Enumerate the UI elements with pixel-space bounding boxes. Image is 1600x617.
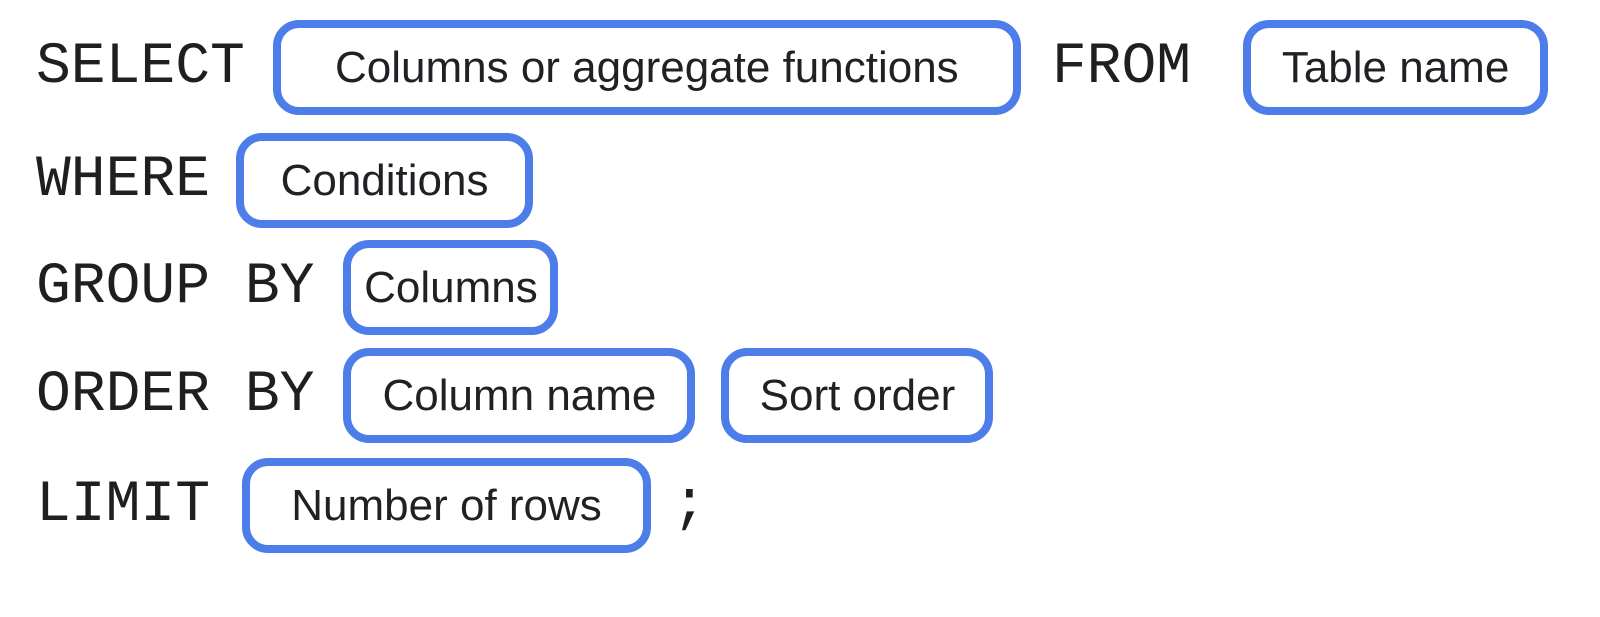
keyword-order-by: ORDER BY bbox=[36, 362, 315, 428]
sql-query-syntax-diagram: SELECT Columns or aggregate functions FR… bbox=[0, 20, 1600, 617]
select-clause-row: SELECT Columns or aggregate functions FR… bbox=[0, 20, 1600, 115]
limit-clause-row: LIMIT Number of rows ; bbox=[0, 458, 1600, 553]
group-by-clause-row: GROUP BY Columns bbox=[0, 240, 1600, 335]
placeholder-number-of-rows: Number of rows bbox=[242, 458, 652, 553]
order-by-clause-row: ORDER BY Column name Sort order bbox=[0, 348, 1600, 443]
placeholder-table-name: Table name bbox=[1243, 20, 1549, 115]
keyword-select: SELECT bbox=[36, 34, 245, 100]
keyword-from: FROM bbox=[1051, 34, 1192, 100]
placeholder-column-name: Column name bbox=[343, 348, 696, 443]
keyword-limit: LIMIT bbox=[36, 472, 211, 538]
placeholder-columns-or-aggregate-functions: Columns or aggregate functions bbox=[272, 20, 1021, 115]
placeholder-columns: Columns bbox=[343, 240, 559, 335]
where-clause-row: WHERE Conditions bbox=[0, 133, 1600, 228]
keyword-group-by: GROUP BY bbox=[36, 254, 315, 320]
statement-terminator-semicolon: ; bbox=[672, 472, 707, 538]
placeholder-sort-order: Sort order bbox=[721, 348, 994, 443]
keyword-where: WHERE bbox=[36, 147, 211, 213]
placeholder-conditions: Conditions bbox=[236, 133, 534, 228]
